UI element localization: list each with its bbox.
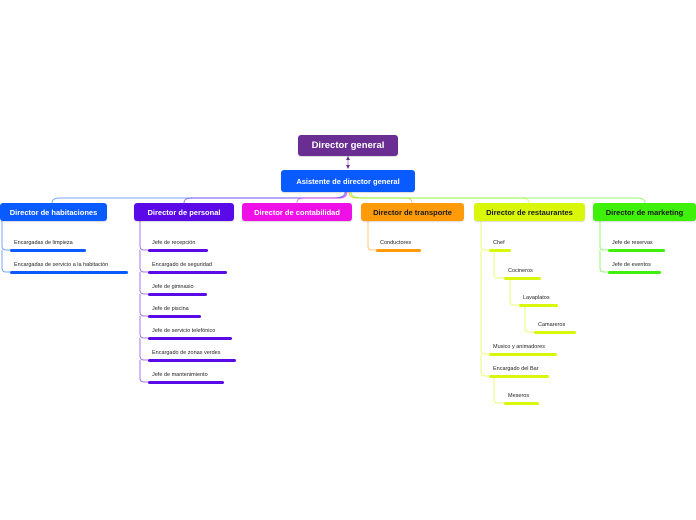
arrow-up-icon [346, 156, 350, 160]
director-node-contabilidad[interactable]: Director de contabilidad [242, 203, 352, 221]
habitaciones-branch [1, 221, 10, 251]
leaf-underline [608, 271, 661, 274]
assistant-node[interactable]: Asistente de director general [281, 170, 415, 192]
leaf-jefe-eventos[interactable]: Jefe de eventos [612, 262, 651, 268]
leaf-jefe-servicio-telefonico[interactable]: Jefe de servicio telefónico [152, 328, 216, 334]
personal-branch [139, 338, 148, 361]
transporte-branch [367, 221, 376, 251]
assistant-node-label: Asistente de director general [296, 176, 400, 186]
leaf-encargado-seguridad[interactable]: Encargado de seguridad [152, 262, 212, 268]
root-node-label: Director general [311, 140, 385, 151]
director-label: Director de contabilidad [254, 207, 340, 217]
director-node-personal[interactable]: Director de personal [134, 203, 234, 221]
director-label: Director de habitaciones [9, 207, 98, 217]
director-label: Director de restaurantes [486, 207, 573, 217]
leaf-meseros[interactable]: Meseros [508, 393, 530, 399]
chef-branch [493, 252, 504, 279]
restaurantes-branch [480, 250, 489, 355]
leaf-underline [489, 375, 549, 378]
marketing-branch [599, 250, 608, 273]
leaf-jefe-recepcion[interactable]: Jefe de recepción [152, 240, 196, 246]
leaf-jefe-gimnasio[interactable]: Jefe de gimnasio [152, 284, 194, 290]
leaf-underline [148, 359, 236, 362]
leaf-underline [10, 249, 86, 252]
leaf-conductores[interactable]: Conductores [380, 240, 412, 246]
personal-branch [139, 294, 148, 317]
leaf-encargadas-limpieza[interactable]: Encargadas de limpieza [14, 240, 73, 246]
habitaciones-branch [1, 250, 10, 273]
leaf-cocineros[interactable]: Cocineros [508, 268, 533, 274]
leaf-underline [10, 271, 128, 274]
leaf-underline [376, 249, 421, 252]
leaf-camareros[interactable]: Camareros [538, 322, 566, 328]
leaf-underline [519, 304, 558, 307]
leaf-underline [148, 337, 232, 340]
leaf-underline [504, 277, 541, 280]
director-node-marketing[interactable]: Director de marketing [593, 203, 696, 221]
leaf-jefe-reservas[interactable]: Jefe de reservas [612, 240, 653, 246]
root-node-director-general[interactable]: Director general [298, 135, 398, 156]
leaf-underline [489, 353, 557, 356]
leaf-underline [148, 249, 208, 252]
connector-to-marketing [350, 191, 646, 204]
arrow-down-icon [346, 165, 350, 169]
cocineros-branch [509, 280, 519, 306]
leaf-jefe-mantenimiento[interactable]: Jefe de mantenimiento [152, 372, 208, 378]
personal-branch [139, 221, 148, 251]
marketing-branch [599, 221, 608, 251]
personal-branch [139, 316, 148, 339]
leaf-underline [489, 249, 511, 252]
director-node-restaurantes[interactable]: Director de restaurantes [474, 203, 585, 221]
connector-to-contabilidad [296, 191, 348, 204]
director-label: Director de personal [147, 207, 221, 217]
leaf-chef[interactable]: Chef [493, 240, 505, 246]
director-node-habitaciones[interactable]: Director de habitaciones [0, 203, 107, 221]
leaf-underline [148, 271, 227, 274]
leaf-underline [148, 381, 224, 384]
personal-branch [139, 360, 148, 383]
leaf-underline [148, 293, 207, 296]
lavaplatos-branch [524, 307, 534, 333]
personal-branch [139, 272, 148, 295]
director-label: Director de transporte [373, 207, 452, 217]
director-label: Director de marketing [605, 207, 684, 217]
leaf-encargado-bar[interactable]: Encargado del Bar [493, 366, 539, 372]
leaf-encargado-zonas-verdes[interactable]: Encargado de zonas verdes [152, 350, 221, 356]
leaf-encargadas-servicio-habitacion[interactable]: Encargadas de servicio a la habitación [14, 262, 109, 268]
director-node-transporte[interactable]: Director de transporte [361, 203, 464, 221]
bar-branch [493, 378, 504, 404]
leaf-underline [148, 315, 201, 318]
leaf-lavaplatos[interactable]: Lavaplatos [523, 295, 550, 301]
leaf-underline [534, 331, 576, 334]
connector-to-personal [183, 191, 347, 204]
leaf-jefe-piscina[interactable]: Jefe de piscina [152, 306, 189, 312]
personal-branch [139, 250, 148, 273]
leaf-underline [504, 402, 539, 405]
restaurantes-branch [480, 354, 489, 377]
leaf-musico-animadores[interactable]: Musico y animadores [493, 344, 545, 350]
restaurantes-branch [480, 221, 489, 251]
leaf-underline [608, 249, 665, 252]
